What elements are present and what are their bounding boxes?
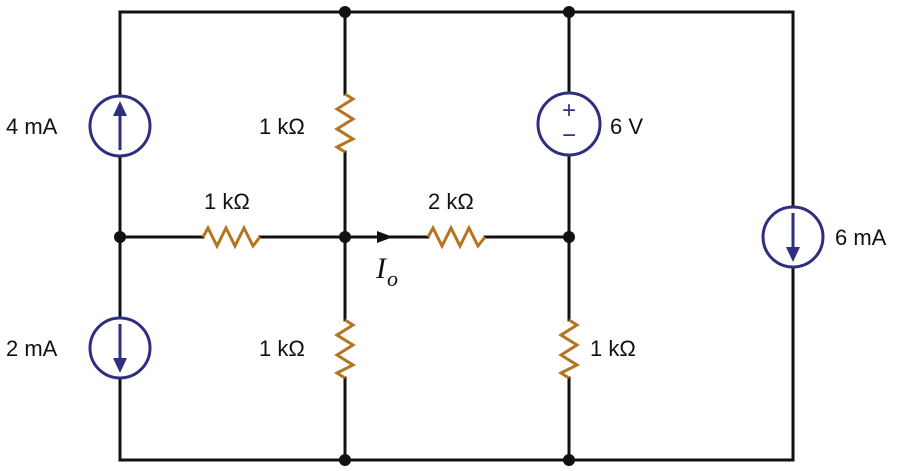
- label-source-2mA: 2 mA: [6, 336, 58, 361]
- label-resistor-mid-h: 2 kΩ: [428, 189, 474, 214]
- label-source-6mA: 6 mA: [835, 225, 887, 250]
- resistor-bottom-right: [557, 318, 581, 380]
- node-bottom-right: [563, 454, 575, 466]
- current-source-4mA: [88, 94, 152, 158]
- node-left-mid: [114, 231, 126, 243]
- node-right-mid: [563, 231, 575, 243]
- resistor-left-h: [201, 224, 262, 250]
- label-source-6V: 6 V: [610, 114, 643, 139]
- node-center: [339, 231, 351, 243]
- node-top-mid: [339, 6, 351, 18]
- node-top-right: [563, 6, 575, 18]
- nodes: [114, 6, 575, 466]
- current-source-6mA: [761, 205, 825, 269]
- resistor-mid-h: [426, 224, 487, 250]
- resistor-top-mid: [333, 92, 357, 154]
- node-bottom-mid: [339, 454, 351, 466]
- plus-sign-icon: +: [562, 97, 576, 124]
- current-direction-arrowhead-icon: [377, 231, 393, 243]
- label-resistor-left-h: 1 kΩ: [204, 189, 250, 214]
- label-current-io: Io: [375, 252, 398, 291]
- label-resistor-top-mid: 1 kΩ: [259, 114, 305, 139]
- resistor-bottom-mid: [333, 318, 357, 380]
- label-current-io-subscript: o: [387, 266, 398, 291]
- wires: [118, 10, 795, 462]
- arrow-down-head-icon: [113, 358, 127, 373]
- voltage-source-circle: [536, 91, 602, 157]
- arrow-up-head-icon: [113, 101, 127, 116]
- label-source-4mA: 4 mA: [6, 114, 58, 139]
- voltage-source-6V: + −: [536, 91, 602, 157]
- label-resistor-bottom-mid: 1 kΩ: [259, 336, 305, 361]
- resistors: [201, 92, 581, 380]
- label-resistor-bottom-right: 1 kΩ: [590, 336, 636, 361]
- minus-sign-icon: −: [562, 122, 576, 149]
- sources: + −: [88, 91, 825, 380]
- arrow-down-head-icon: [786, 247, 800, 262]
- current-source-2mA: [88, 316, 152, 380]
- label-current-io-main: I: [375, 252, 388, 285]
